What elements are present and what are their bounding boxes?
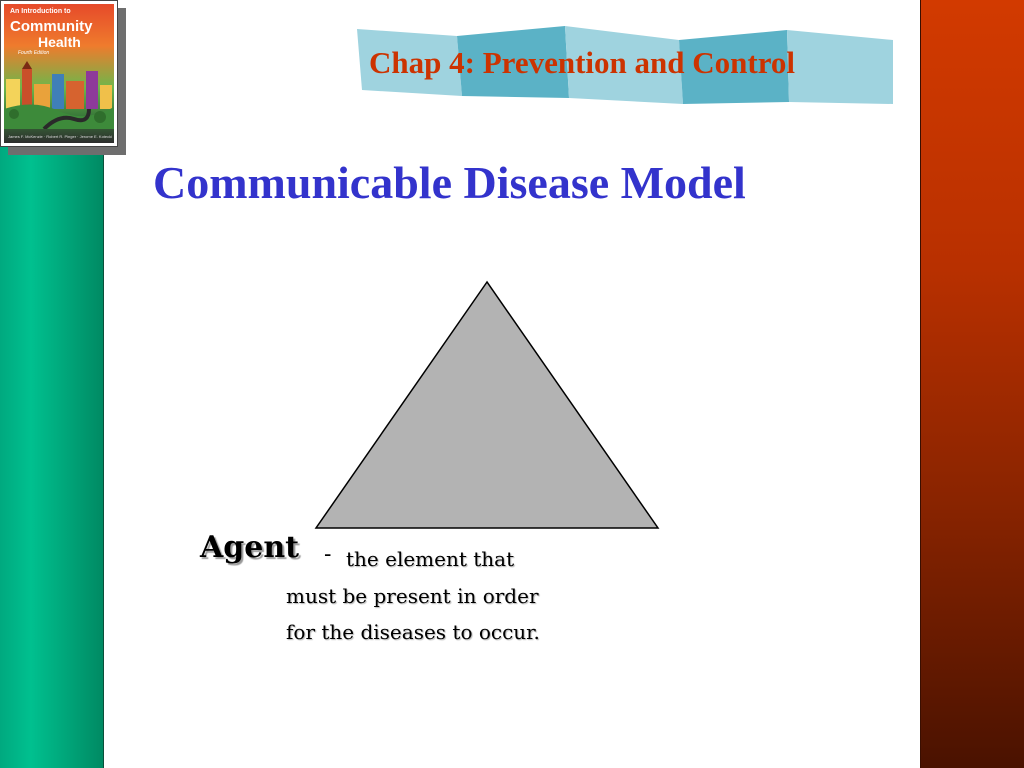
agent-dash: - [324, 542, 332, 567]
triangle-shape [314, 280, 660, 529]
book-cover-town-illustration [4, 61, 114, 129]
agent-description-line-1: the element that [346, 547, 515, 571]
book-cover-authors: James F. McKenzie · Robert R. Pinger · J… [8, 134, 113, 139]
epidemiologic-triangle [314, 280, 660, 529]
right-decorative-bar [920, 0, 1024, 768]
chapter-title: Chap 4: Prevention and Control [369, 45, 796, 80]
page-title: Communicable Disease Model [153, 157, 746, 208]
chapter-ribbon-banner [357, 26, 893, 104]
ribbon-segment-2 [457, 26, 569, 98]
book-cover-title-word2: Health [38, 34, 81, 50]
book-cover-title-word1: Community [10, 18, 93, 35]
book-cover-image: An Introduction to Community Health Four… [0, 0, 118, 147]
ribbon-segment-5 [787, 30, 893, 104]
agent-description-line-2: must be present in order [286, 584, 539, 608]
agent-label: Agent [200, 530, 300, 565]
ribbon-segment-3 [565, 26, 683, 104]
book-cover-art: An Introduction to Community Health Four… [4, 4, 114, 143]
ribbon-segment-1 [357, 29, 462, 96]
agent-description-line-3: for the diseases to occur. [286, 620, 540, 644]
ribbon-segment-4 [679, 30, 789, 104]
book-cover-subtitle: An Introduction to [10, 8, 71, 15]
book-cover-edition: Fourth Edition [18, 50, 50, 56]
